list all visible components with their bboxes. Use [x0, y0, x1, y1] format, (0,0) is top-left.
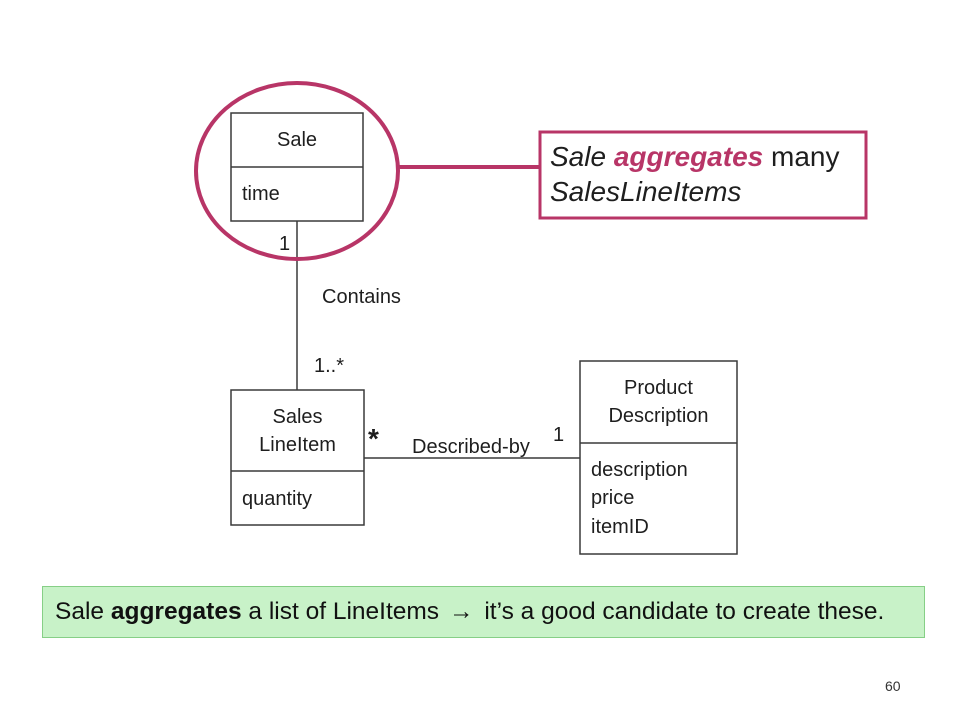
attribute-price: price: [591, 487, 634, 509]
multiplicity-sale-end: 1: [279, 233, 290, 255]
callout-subject: Sale: [550, 141, 607, 172]
callout-box: [538, 130, 868, 220]
attribute-time: time: [242, 183, 280, 205]
banner-verb: aggregates: [110, 598, 242, 625]
callout-object: SalesLineItems: [550, 176, 742, 207]
summary-banner: Sale aggregates a list of LineItems → it’…: [42, 586, 925, 638]
class-name-line-2: LineItem: [259, 434, 336, 456]
callout-line-2: SalesLineItems: [550, 174, 839, 209]
class-box: [579, 360, 738, 555]
class-name-line-2: Description: [608, 405, 708, 427]
class-product-description: Product Description description price it…: [579, 360, 738, 555]
class-box: [230, 389, 365, 526]
class-sales-line-item: Sales LineItem quantity: [230, 389, 365, 526]
multiplicity-description-end: 1: [553, 424, 564, 446]
banner-conclusion: it’s a good candidate to create these.: [484, 598, 885, 625]
banner-middle: a list of LineItems: [248, 598, 440, 625]
highlight-circle: [194, 81, 400, 261]
banner-subject: Sale: [55, 598, 105, 625]
callout-verb: aggregates: [613, 141, 764, 172]
callout-rest: many: [771, 141, 840, 172]
callout-text: Sale aggregates many SalesLineItems: [550, 139, 839, 209]
right-arrow-icon: →: [449, 598, 474, 625]
association-label-contains: Contains: [322, 286, 401, 308]
page-number: 60: [885, 678, 901, 694]
callout-line-1: Sale aggregates many: [550, 139, 839, 174]
class-name-line-1: Sales: [272, 406, 322, 428]
class-name: Sale: [277, 129, 317, 151]
multiplicity-line-item-end: 1..*: [314, 355, 344, 377]
class-sale: Sale time: [230, 112, 364, 222]
multiplicity-line-item-side: *: [368, 423, 379, 454]
attribute-quantity: quantity: [242, 488, 312, 510]
attribute-item-id: itemID: [591, 516, 649, 538]
attribute-description: description: [591, 459, 688, 481]
class-name-line-1: Product: [624, 377, 693, 399]
association-label-described-by: Described-by: [412, 436, 530, 458]
